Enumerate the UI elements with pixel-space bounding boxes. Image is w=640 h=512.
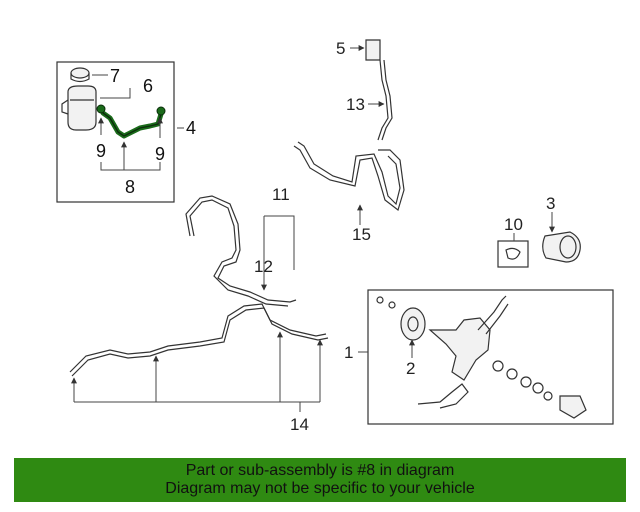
clamp-right (156, 106, 166, 116)
callout-5: 5 (336, 39, 345, 58)
small-parts (497, 212, 581, 268)
callout-2: 2 (406, 359, 415, 378)
pressure-hose-group (293, 39, 405, 225)
callout-9-left: 9 (96, 141, 106, 161)
callout-11: 11 (272, 185, 290, 204)
callout-10: 10 (504, 215, 523, 234)
callout-4: 4 (186, 118, 196, 138)
callout-12: 12 (254, 257, 273, 276)
pump-assembly-inset (358, 289, 614, 425)
line-assembly (69, 195, 329, 412)
callout-6: 6 (143, 76, 153, 96)
callout-3: 3 (546, 194, 555, 213)
callout-15: 15 (352, 225, 371, 244)
callout-13: 13 (346, 95, 365, 114)
banner-line-2: Diagram may not be specific to your vehi… (165, 480, 475, 497)
reservoir-inset (56, 61, 184, 203)
callout-8: 8 (125, 177, 135, 197)
banner-line-1: Part or sub-assembly is #8 in diagram (185, 462, 455, 479)
callout-9-right: 9 (155, 144, 165, 164)
callout-1: 1 (344, 343, 353, 362)
callout-7: 7 (110, 66, 120, 86)
clamp-left (96, 104, 106, 114)
callout-14: 14 (290, 415, 309, 434)
info-banner: Part or sub-assembly is #8 in diagram Di… (14, 458, 626, 502)
